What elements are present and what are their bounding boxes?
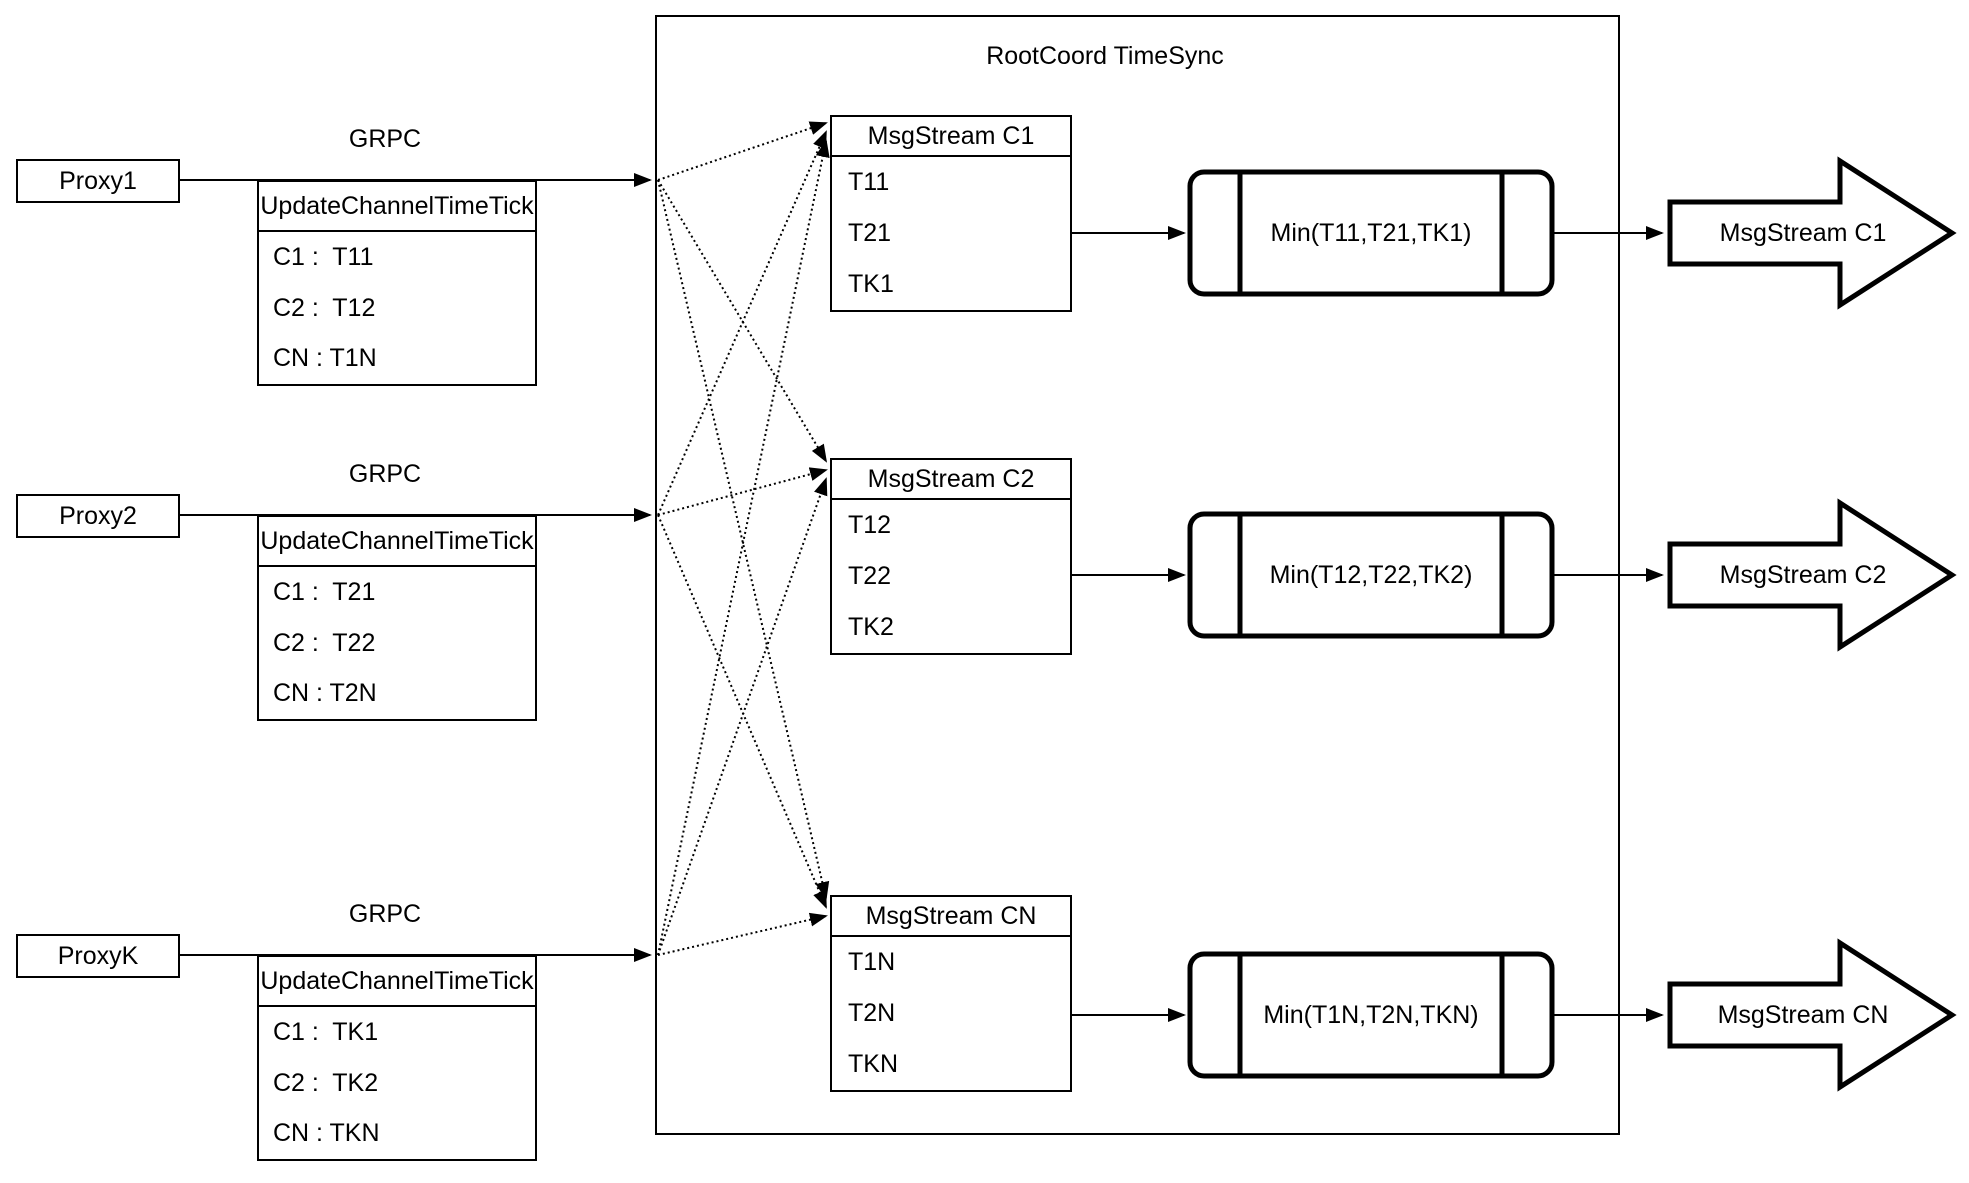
msgstream-table-row: TKN	[848, 1050, 898, 1078]
rootcoord-container	[655, 15, 1620, 1135]
grpc-label-k: GRPC	[348, 900, 422, 928]
min-node-label-3: Min(T1N,T2N,TKN)	[1263, 1001, 1479, 1029]
fanout-dotted-line-pk-c2	[657, 477, 828, 956]
msgstream-table-row: TK1	[848, 270, 894, 298]
msgstream-table-row: TK2	[848, 613, 894, 641]
proxy-label-2: Proxy2	[59, 501, 137, 530]
update-table-header: UpdateChannelTimeTick	[259, 182, 535, 232]
update-channel-table-1: UpdateChannelTimeTick C1 : T11 C2 : T12 …	[257, 180, 537, 386]
fanout-dotted-line-p2-cn	[657, 514, 827, 909]
msgstream-table-header: MsgStream C2	[832, 460, 1070, 500]
msgstream-table-n: MsgStream CN T1N T2N TKN	[830, 895, 1072, 1092]
update-table-row: C1 : TK1	[273, 1017, 379, 1046]
update-table-row: C2 : TK2	[273, 1068, 379, 1097]
msgstream-table-2: MsgStream C2 T12 T22 TK2	[830, 458, 1072, 655]
min-node-shape-1	[1187, 169, 1555, 297]
output-arrow-label-3: MsgStream CN	[1717, 1001, 1889, 1029]
min-node-shape-2	[1187, 511, 1555, 639]
grpc-label-2: GRPC	[348, 460, 422, 488]
min-node-label-1: Min(T11,T21,TK1)	[1270, 219, 1472, 247]
update-channel-table-k: UpdateChannelTimeTick C1 : TK1 C2 : TK2 …	[257, 955, 537, 1161]
output-arrow-shape-3	[1667, 938, 1957, 1092]
proxy-label-1: Proxy1	[59, 166, 137, 195]
fanout-dotted-line-pk-c1	[657, 139, 830, 956]
msgstream-table-row: T22	[848, 562, 892, 590]
update-table-row: C2 : T22	[273, 628, 376, 657]
output-arrow-shape-1	[1667, 156, 1957, 310]
fanout-dotted-line-p2-c2	[657, 467, 828, 516]
update-table-row: C1 : T21	[273, 577, 376, 606]
update-table-row: C1 : T11	[273, 242, 374, 271]
grpc-label-1: GRPC	[348, 125, 422, 153]
proxy-box-k: ProxyK	[16, 934, 180, 978]
fanout-dotted-line-pk-cn	[657, 912, 828, 956]
rootcoord-title: RootCoord TimeSync	[986, 42, 1224, 70]
proxy-box-2: Proxy2	[16, 494, 180, 538]
output-arrow-label-2: MsgStream C2	[1719, 561, 1887, 589]
update-table-row: C2 : T12	[273, 293, 376, 322]
update-table-row: CN : TKN	[273, 1119, 380, 1148]
update-table-header: UpdateChannelTimeTick	[259, 957, 535, 1007]
msgstream-table-row: T11	[848, 168, 890, 196]
proxy-label-k: ProxyK	[57, 941, 139, 970]
update-table-row: CN : T1N	[273, 344, 377, 373]
update-channel-table-2: UpdateChannelTimeTick C1 : T21 C2 : T22 …	[257, 515, 537, 721]
msgstream-table-row: T2N	[848, 999, 896, 1027]
min-node-shape-3	[1187, 951, 1555, 1079]
output-arrow-shape-2	[1667, 498, 1957, 652]
msgstream-table-row: T21	[848, 219, 892, 247]
msgstream-table-header: MsgStream CN	[832, 897, 1070, 937]
update-table-header: UpdateChannelTimeTick	[259, 517, 535, 567]
update-table-row: CN : T2N	[273, 679, 377, 708]
msgstream-table-row: T12	[848, 511, 892, 539]
msgstream-table-row: T1N	[848, 948, 896, 976]
output-arrow-label-1: MsgStream C1	[1719, 219, 1887, 247]
proxy-box-1: Proxy1	[16, 159, 180, 203]
msgstream-table-header: MsgStream C1	[832, 117, 1070, 157]
msgstream-table-1: MsgStream C1 T11 T21 TK1	[830, 115, 1072, 312]
min-node-label-2: Min(T12,T22,TK2)	[1269, 561, 1473, 589]
